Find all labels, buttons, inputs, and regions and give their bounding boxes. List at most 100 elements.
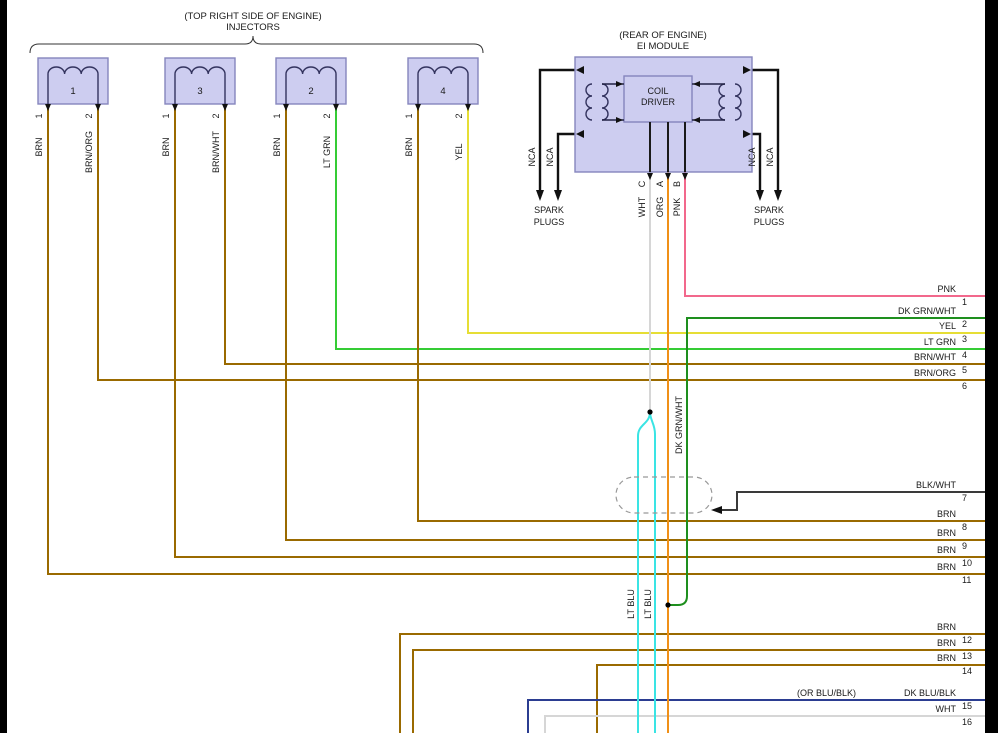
coil-driver-arrow-right-top-icon: [693, 81, 700, 87]
line-number-9: 9: [962, 541, 967, 551]
line-label-4: LT GRN: [924, 337, 956, 347]
line-number-2: 2: [962, 319, 967, 329]
injector-2-pin2-color-label: LT GRN: [322, 136, 332, 168]
injector-4-pin1-color-label: BRN: [404, 137, 414, 156]
injector-1-pin1-number: 1: [34, 113, 44, 118]
right-edge-bar: [985, 0, 998, 733]
line-label-9: BRN: [937, 528, 956, 538]
wire-brn-line13: [412, 649, 985, 733]
injector-2-id: 2: [308, 86, 313, 97]
wire-injector1-pin2-brn-org: [97, 104, 985, 381]
nca-label-3: NCA: [747, 147, 757, 166]
coil-driver-box: [623, 75, 693, 123]
module-pin-b-letter: B: [672, 181, 682, 187]
line-label-7: BLK/WHT: [916, 480, 957, 490]
module-pin-c-color-label: WHT: [637, 196, 647, 217]
line-label-3: YEL: [939, 321, 956, 331]
line-number-12: 12: [962, 635, 972, 645]
wire-injector3-pin2-brn-wht: [224, 104, 985, 365]
injector-3-id: 3: [197, 86, 202, 97]
splice-dot-wht-ltblu: [647, 409, 653, 415]
module-edge-arrow-right-bottom-icon: [743, 130, 751, 138]
injectors-location-label: (TOP RIGHT SIDE OF ENGINE): [184, 11, 321, 22]
right-line-labels: PNK 1 DK GRN/WHT 2 YEL 3 LT GRN 4 BRN/WH…: [797, 284, 972, 727]
module-pin-c-arrow-icon: [647, 173, 653, 180]
line-number-8: 8: [962, 522, 967, 532]
injector-4-pin1-number: 1: [404, 113, 414, 118]
wire-blk-wht-line7: [722, 491, 985, 511]
module-pin-a-letter: A: [655, 181, 665, 187]
coil-driver-label-1: COIL: [647, 86, 668, 96]
injector-3: 3 1 BRN 2 BRN/WHT: [161, 57, 236, 173]
module-edge-arrow-left-top-icon: [576, 66, 584, 74]
injector-4-pin2-number: 2: [454, 113, 464, 118]
dk-grn-wht-vertical-label: DK GRN/WHT: [674, 396, 684, 454]
coil-driver-arrow-left-top-icon: [616, 81, 623, 87]
line-label-1: PNK: [937, 284, 956, 294]
injector-4-pin1-arrow-icon: [415, 104, 421, 111]
injector-4-leads: [417, 74, 469, 104]
coil-driver-label-2: DRIVER: [641, 97, 676, 107]
wire-injector2-pin1-brn: [285, 104, 985, 541]
module-pin-stubs: [649, 122, 686, 172]
transformer-left-primary-coil-icon: [601, 83, 609, 121]
injector-2: 2 1 BRN 2 LT GRN: [272, 57, 347, 168]
module-pin-c-letter: C: [637, 180, 647, 187]
injector-4-id: 4: [440, 86, 445, 97]
line-label-11: BRN: [937, 562, 956, 572]
line-number-7: 7: [962, 493, 967, 503]
line-label-16: WHT: [936, 704, 957, 714]
wire-brn-line12: [399, 633, 985, 733]
coil-driver-arrow-right-bottom-icon: [693, 117, 700, 123]
lt-blu-left-label: LT BLU: [626, 589, 636, 619]
injector-4-box: [407, 57, 479, 105]
module-title: EI MODULE: [637, 41, 689, 52]
line-label-5: BRN/WHT: [914, 352, 956, 362]
spark-plugs-left-label-1: SPARK: [534, 205, 564, 215]
transformer-right-primary-coil-icon: [718, 83, 726, 121]
coil-driver-arrow-left-bottom-icon: [616, 117, 623, 123]
injector-3-box: [164, 57, 236, 105]
transformer-left-secondary-coil-icon: [585, 83, 593, 121]
line-label-12: BRN: [937, 622, 956, 632]
spark-plugs-left-label-2: PLUGS: [534, 217, 565, 227]
injector-4-pin2-arrow-icon: [465, 104, 471, 111]
injector-2-pin1-arrow-icon: [283, 104, 289, 111]
line-number-4: 4: [962, 350, 967, 360]
injector-3-pin1-arrow-icon: [172, 104, 178, 111]
injector-3-pin1-color-label: BRN: [161, 137, 171, 156]
line-label-15: DK BLU/BLK: [904, 688, 956, 698]
wire-injector3-pin1-brn: [174, 104, 985, 558]
wire-wht-line16: [544, 715, 985, 733]
module-location-label: (REAR OF ENGINE): [619, 30, 707, 41]
lt-blu-right-label: LT BLU: [643, 589, 653, 619]
injector-2-box: [275, 57, 347, 105]
module-pin-a-arrow-icon: [665, 173, 671, 180]
wire-lt-blu-left: [637, 411, 651, 733]
injector-3-pin2-number: 2: [211, 113, 221, 118]
injector-1-box: [37, 57, 109, 105]
module-pin-b-arrow-icon: [682, 173, 688, 180]
line-label-10: BRN: [937, 545, 956, 555]
injector-1-pin1-color-label: BRN: [34, 137, 44, 156]
spark-plugs-right-label-2: PLUGS: [754, 217, 785, 227]
wire-injector4-pin1-brn: [417, 104, 985, 522]
line-label-14: BRN: [937, 653, 956, 663]
injector-3-coil-icon: [174, 66, 226, 75]
injector-2-pin2-arrow-icon: [333, 104, 339, 111]
line-number-13: 13: [962, 651, 972, 661]
line-number-5: 5: [962, 365, 967, 375]
injector-1-pin2-color-label: BRN/ORG: [84, 131, 94, 173]
module-pin-a-color-label: ORG: [655, 197, 665, 218]
blk-wht-arrow-icon: [711, 506, 722, 514]
module-edge-arrow-left-bottom-icon: [576, 130, 584, 138]
line-note-15: (OR BLU/BLK): [797, 688, 856, 698]
line-label-13: BRN: [937, 638, 956, 648]
line-number-3: 3: [962, 334, 967, 344]
wire-injector2-pin2-lt-grn: [335, 104, 985, 350]
spark-arrow-right-outer-icon: [774, 190, 782, 201]
ei-module: (REAR OF ENGINE) EI MODULE COIL DRIVER: [527, 30, 784, 227]
injector-4-coil-icon: [417, 66, 469, 75]
module-edge-arrow-right-top-icon: [743, 66, 751, 74]
